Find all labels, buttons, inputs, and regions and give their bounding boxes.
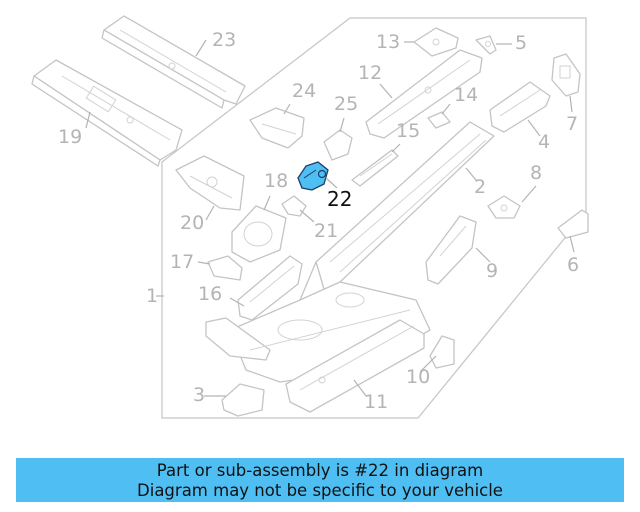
callout-14: 14 bbox=[454, 84, 479, 106]
callout-22[interactable]: 22 bbox=[327, 187, 353, 211]
callout-5: 5 bbox=[515, 32, 528, 54]
part-4-bracket bbox=[489, 81, 551, 133]
banner-line-2: Diagram may not be specific to your vehi… bbox=[137, 481, 503, 500]
part-20-bracket bbox=[175, 155, 245, 211]
callout-8: 8 bbox=[530, 162, 543, 184]
callout-9: 9 bbox=[486, 260, 499, 282]
callout-13: 13 bbox=[376, 31, 401, 53]
callout-18: 18 bbox=[264, 170, 289, 192]
part-3-bracket bbox=[221, 383, 265, 417]
part-7-bracket bbox=[551, 53, 581, 97]
callout-24: 24 bbox=[292, 80, 317, 102]
callout-11: 11 bbox=[364, 391, 389, 413]
callout-25: 25 bbox=[334, 93, 359, 115]
callout-1: 1 bbox=[146, 285, 159, 307]
callout-23: 23 bbox=[212, 29, 237, 51]
info-banner: Part or sub-assembly is #22 in diagram D… bbox=[16, 458, 624, 502]
callout-3: 3 bbox=[193, 384, 206, 406]
callout-15: 15 bbox=[396, 120, 421, 142]
callout-17: 17 bbox=[170, 251, 195, 273]
part-13-bracket bbox=[413, 27, 459, 57]
part-5-clip bbox=[475, 35, 497, 55]
part-21-plate bbox=[281, 195, 307, 217]
callout-16: 16 bbox=[198, 283, 223, 305]
callout-21: 21 bbox=[314, 220, 339, 242]
banner-line-1: Part or sub-assembly is #22 in diagram bbox=[156, 461, 484, 480]
callout-20: 20 bbox=[180, 212, 205, 234]
callout-12: 12 bbox=[358, 62, 383, 84]
part-16-rail bbox=[237, 255, 303, 321]
part-17-bracket bbox=[207, 255, 243, 281]
parts-diagram bbox=[31, 15, 589, 419]
part-6-plate bbox=[557, 209, 589, 239]
part-25-bracket bbox=[323, 129, 353, 161]
callout-10: 10 bbox=[406, 366, 431, 388]
callout-7: 7 bbox=[566, 113, 579, 135]
callout-2: 2 bbox=[474, 176, 487, 198]
part-11-rail bbox=[285, 319, 425, 413]
callout-19: 19 bbox=[58, 126, 83, 148]
part-22-highlighted bbox=[297, 161, 329, 191]
part-15-rail bbox=[351, 149, 399, 187]
part-14-plate bbox=[427, 111, 451, 129]
leader-lines bbox=[85, 39, 575, 397]
part-12-rail bbox=[365, 49, 483, 139]
part-8-bracket bbox=[487, 195, 521, 219]
callout-6: 6 bbox=[567, 254, 580, 276]
part-19-rail bbox=[31, 59, 183, 167]
part-10-bracket bbox=[429, 335, 455, 369]
part-23-rail bbox=[101, 15, 246, 109]
callout-4: 4 bbox=[538, 131, 551, 153]
part-9-bracket bbox=[425, 215, 477, 285]
part-24-bracket bbox=[249, 107, 305, 149]
part-18-panel bbox=[231, 205, 287, 263]
